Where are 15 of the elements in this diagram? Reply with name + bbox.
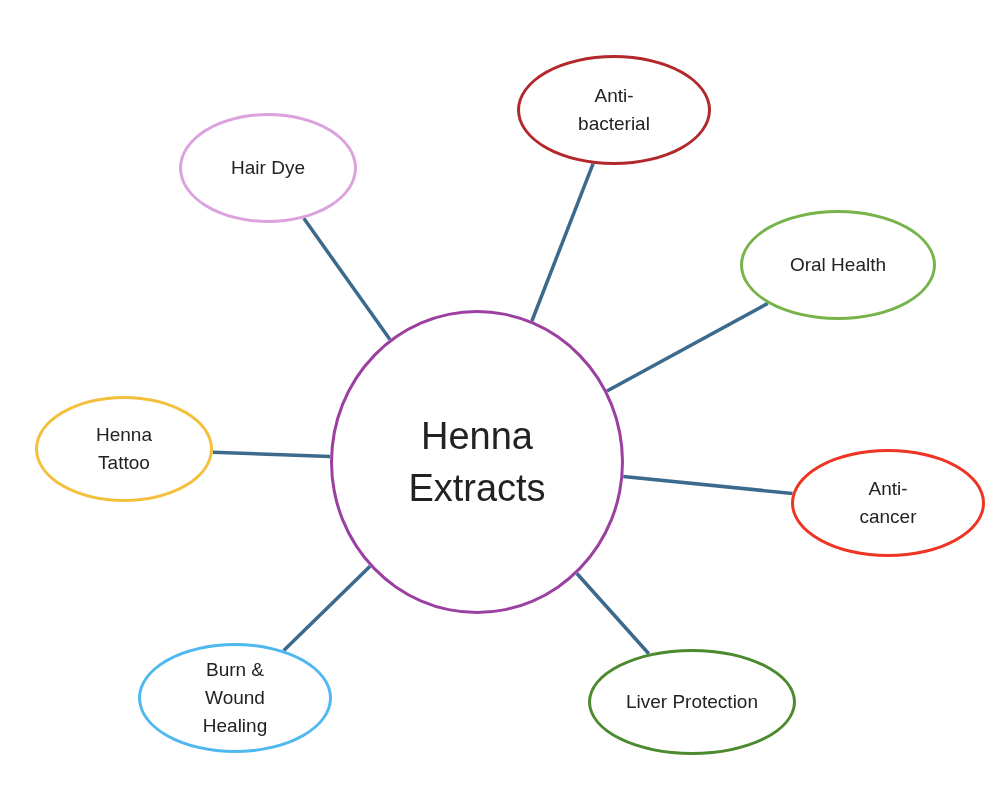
- connector-line: [623, 474, 793, 496]
- topic-label: Henna Tattoo: [95, 423, 153, 475]
- connector-line: [212, 450, 331, 459]
- connector-line: [575, 572, 651, 655]
- central-label: Henna Extracts: [407, 414, 547, 511]
- topic-label: Oral Health: [789, 253, 887, 277]
- topic-label: Burn & Wound Healing: [201, 658, 269, 738]
- topic-label: Liver Protection: [626, 690, 758, 714]
- topic-label: Anti- bacterial: [577, 84, 651, 136]
- topic-label: Hair Dye: [231, 156, 305, 180]
- topic-label: Anti- cancer: [858, 477, 918, 529]
- connector-line: [282, 565, 372, 652]
- connector-line: [530, 163, 595, 322]
- connector-line: [302, 217, 392, 341]
- connector-line: [606, 301, 769, 393]
